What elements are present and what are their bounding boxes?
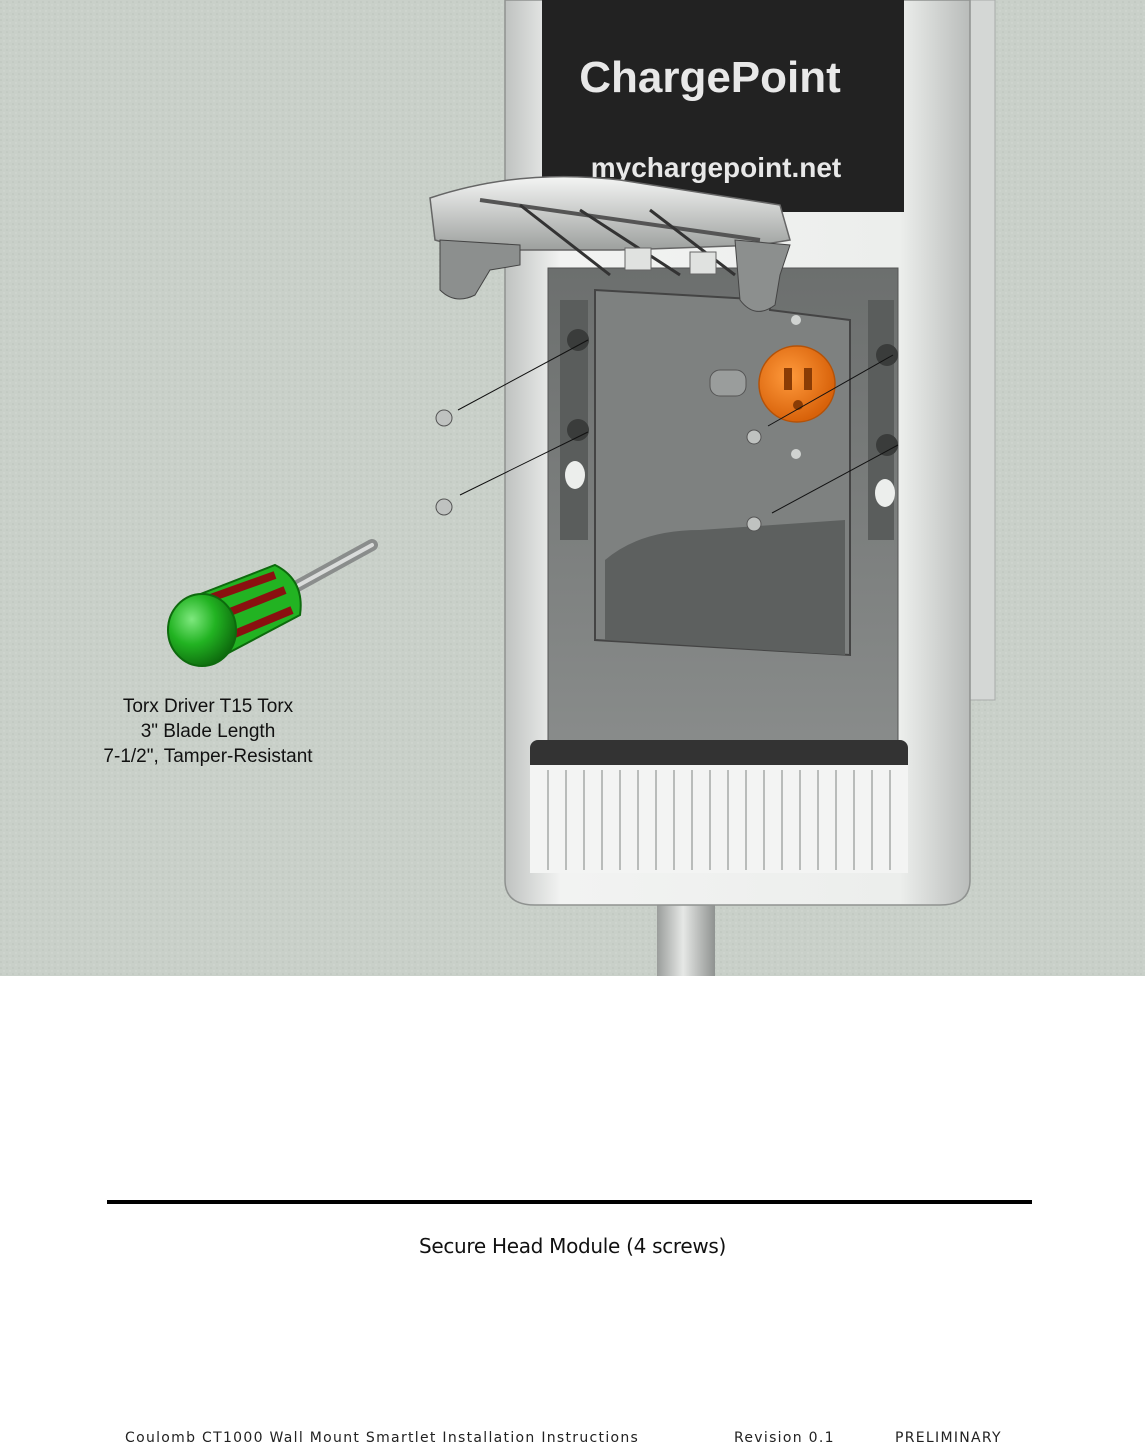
torx-screw — [746, 516, 762, 532]
torx-driver — [167, 539, 378, 667]
caption-rule — [107, 1200, 1032, 1204]
tool-callout: Torx Driver T15 Torx 3" Blade Length 7-1… — [78, 694, 338, 769]
torx-screw — [435, 409, 453, 427]
footer-document-title: Coulomb CT1000 Wall Mount Smartlet Insta… — [125, 1430, 640, 1446]
footer-revision: Revision 0.1 — [734, 1430, 835, 1446]
lid-hinge-right — [734, 239, 791, 312]
grille-ribs — [547, 770, 891, 870]
page-footer: Coulomb CT1000 Wall Mount Smartlet Insta… — [0, 1430, 1145, 1450]
mounting-hole — [876, 434, 898, 456]
mounting-hole — [567, 419, 589, 441]
url-logo-text: mychargepoint.net — [591, 152, 841, 183]
tray-boss — [709, 369, 747, 397]
receptacle-slot — [804, 368, 812, 390]
tool-callout-line: 7-1/2", Tamper-Resistant — [103, 746, 313, 767]
chargepoint-head-module-drawing: ChargePoint mychargepoint.net — [0, 0, 1145, 976]
receptacle-screw — [791, 315, 801, 325]
cord-wrap-grille — [530, 765, 908, 873]
brand-logo-text: ChargePoint — [579, 53, 841, 102]
mounting-hole — [876, 344, 898, 366]
lid-latch — [624, 247, 652, 271]
lid-hinge-left — [439, 239, 521, 300]
figure-caption: Secure Head Module (4 screws) — [418, 1234, 727, 1258]
tray-base — [605, 520, 845, 655]
installation-illustration: ChargePoint mychargepoint.net — [0, 0, 1145, 976]
wall-anchor-hole — [875, 479, 895, 507]
orange-receptacle — [758, 345, 836, 423]
tool-callout-line: 3" Blade Length — [140, 721, 276, 742]
tool-callout-line: Torx Driver T15 Torx — [122, 696, 294, 717]
display-panel — [542, 0, 904, 212]
receptacle-screw — [791, 449, 801, 459]
driver-handle-cap — [167, 593, 237, 667]
lid-latch — [689, 251, 717, 275]
torx-screw — [435, 498, 453, 516]
wall-anchor-hole — [565, 461, 585, 489]
driver-shaft-highlight — [288, 543, 374, 592]
lid-edge — [479, 198, 761, 242]
mounting-hole — [567, 329, 589, 351]
screw-leader-lines — [457, 339, 899, 514]
footer-status: PRELIMINARY — [895, 1430, 1002, 1446]
torx-screw — [746, 429, 762, 445]
lid-ribs — [519, 203, 736, 277]
receptacle-slot — [784, 368, 792, 390]
